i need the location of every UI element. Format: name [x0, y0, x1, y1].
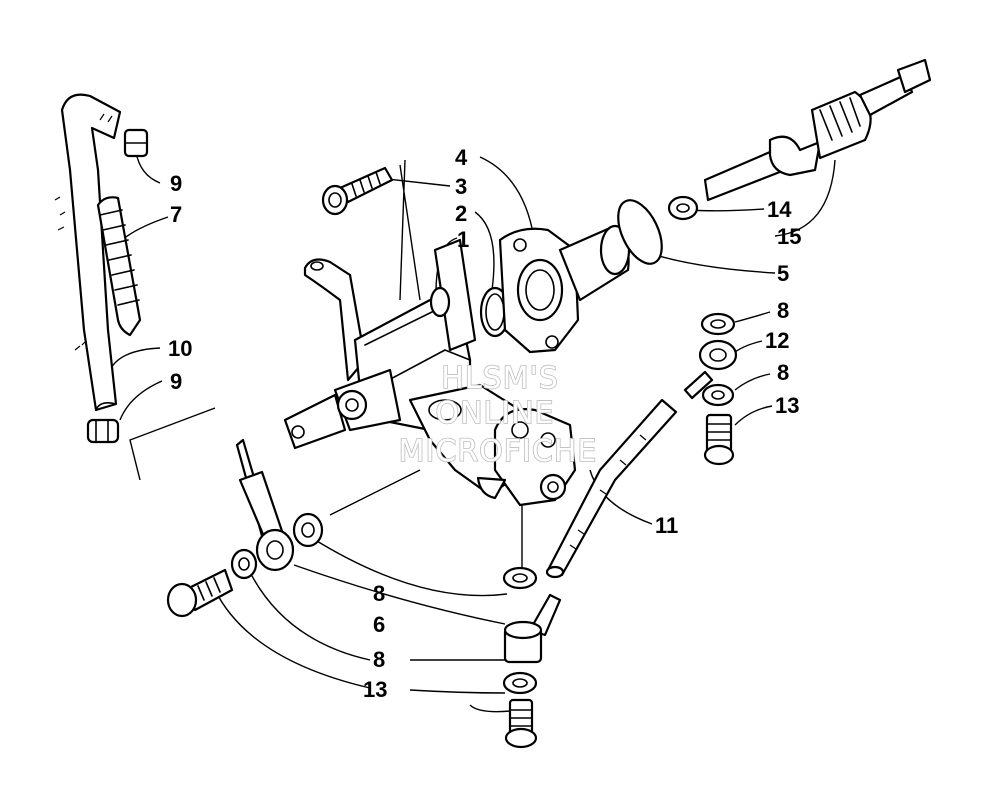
- watermark: HLSM'S ONLINE MICROFICHE: [398, 360, 598, 470]
- callout-10: 10: [168, 336, 192, 361]
- callout-9-top: 9: [170, 171, 182, 196]
- washer-14: [667, 195, 699, 221]
- hose-clamp-9-top: [123, 128, 149, 158]
- callout-7: 7: [170, 202, 182, 227]
- callout-labels: 1 2 3 4 5 6 7 8 8 8 8 9 9 10 11 12 13 13…: [168, 145, 801, 702]
- callout-11: 11: [655, 513, 678, 538]
- leader-lines: [109, 151, 836, 713]
- callout-8-right-top: 8: [777, 298, 789, 323]
- callout-15: 15: [777, 224, 801, 249]
- oil-pump-assembly: [283, 224, 631, 507]
- callout-3: 3: [455, 174, 467, 199]
- callout-8-left: 8: [373, 647, 385, 672]
- watermark-line-3: MICROFICHE: [399, 434, 598, 469]
- bolt-3: [321, 166, 394, 216]
- hose-clamp-9-bottom: [86, 418, 120, 444]
- spiral-wrap-7: [96, 196, 142, 337]
- callout-9-bottom: 9: [170, 369, 182, 394]
- o-ring-5: [617, 199, 663, 265]
- washer-8-right-top: [700, 312, 736, 336]
- callout-5: 5: [777, 261, 789, 286]
- callout-8-center: 8: [373, 581, 385, 606]
- washer-8-left-upper: [292, 512, 324, 548]
- callout-13-left: 13: [363, 677, 387, 702]
- callout-4: 4: [455, 145, 468, 170]
- callout-1: 1: [457, 227, 469, 252]
- hose-10: [54, 93, 122, 412]
- banjo-fitting-12: [683, 339, 738, 400]
- banjo-fitting-6-left: [235, 438, 295, 572]
- hose-11: [545, 398, 678, 579]
- washer-8-left-lower: [230, 548, 258, 580]
- banjo-fitting-6-center: [503, 593, 562, 664]
- callout-12: 12: [765, 328, 789, 353]
- banjo-bolt-13-left: [166, 568, 234, 618]
- callout-13-right: 13: [775, 393, 799, 418]
- washer-8-center-bottom: [502, 671, 538, 695]
- drive-gear-15: [703, 58, 932, 202]
- watermark-line-2: ONLINE: [435, 396, 554, 431]
- callout-14: 14: [767, 197, 792, 222]
- callout-8-right-bottom: 8: [777, 360, 789, 385]
- watermark-line-1: HLSM'S: [441, 361, 559, 396]
- banjo-bolt-13-center: [504, 698, 538, 749]
- callout-6: 6: [373, 612, 385, 637]
- washer-8-right-bottom: [701, 383, 735, 407]
- washer-8-center-top: [502, 566, 538, 590]
- callout-2: 2: [455, 201, 467, 226]
- banjo-bolt-13-right: [703, 413, 735, 466]
